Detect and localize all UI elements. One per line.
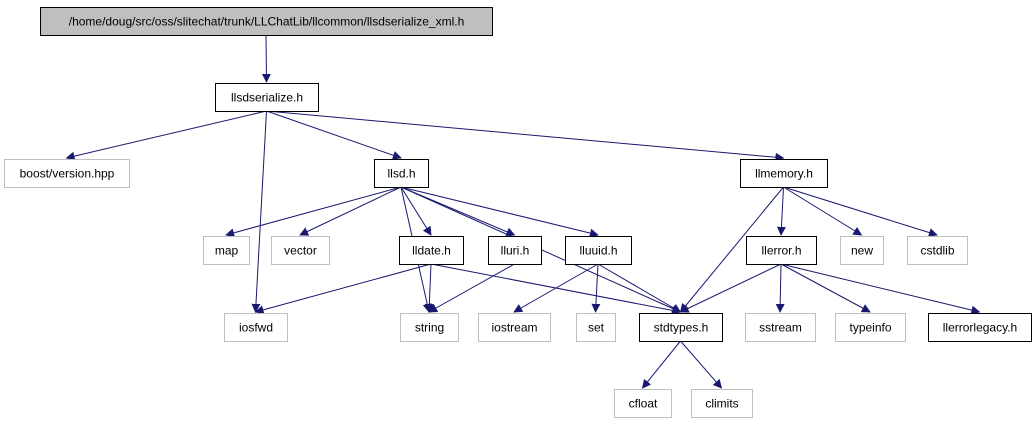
node-box-boostversion [4, 159, 130, 188]
edge-llsdserialize-to-llsd [266, 110, 402, 160]
node-llmemory[interactable]: llmemory.h [740, 159, 828, 188]
node-layer: /home/doug/src/oss/slitechat/trunk/LLCha… [4, 7, 1032, 418]
edge-llmemory-to-new [783, 186, 863, 236]
node-box-llsdserialize [215, 83, 319, 112]
node-label-cfloat: cfloat [629, 397, 658, 411]
edge-lluuid-to-set [591, 263, 601, 313]
node-lluuid[interactable]: lluuid.h [565, 236, 632, 265]
node-box-lluuid [565, 236, 632, 265]
node-vector: vector [271, 236, 330, 265]
node-label-llsdserialize: llsdserialize.h [231, 91, 303, 105]
node-box-set [576, 313, 616, 342]
edge-llmemory-to-cstdlib [783, 186, 938, 237]
edge-lldate-to-iosfwd [254, 263, 432, 315]
node-box-climits [691, 389, 753, 418]
node-box-cfloat [614, 389, 672, 418]
node-map: map [203, 236, 250, 265]
node-box-vector [271, 236, 330, 265]
node-label-llmemory: llmemory.h [755, 167, 813, 181]
node-box-cstdlib [907, 236, 968, 265]
node-stdtypes[interactable]: stdtypes.h [639, 313, 723, 342]
edge-stdtypes-to-climits [680, 340, 723, 389]
node-box-llerror [746, 236, 817, 265]
node-llerror[interactable]: llerror.h [746, 236, 817, 265]
edge-llsdserialize-to-boostversion [65, 110, 267, 161]
node-label-set: set [588, 321, 605, 335]
edge-lluri-to-string [428, 263, 515, 313]
node-iosfwd: iosfwd [224, 313, 288, 342]
node-root[interactable]: /home/doug/src/oss/slitechat/trunk/LLCha… [40, 7, 493, 36]
edge-layer [65, 34, 981, 389]
node-label-lluri: lluri.h [501, 244, 530, 258]
node-set: set [576, 313, 616, 342]
edge-lldate-to-string [424, 263, 434, 313]
node-box-llmemory [740, 159, 828, 188]
node-string: string [400, 313, 459, 342]
node-label-string: string [415, 321, 444, 335]
node-lluri[interactable]: lluri.h [488, 236, 542, 265]
node-label-new: new [851, 244, 873, 258]
edge-llmemory-to-llerror [776, 186, 786, 236]
node-label-boostversion: boost/version.hpp [20, 167, 115, 181]
node-cstdlib: cstdlib [907, 236, 968, 265]
node-box-typeinfo [835, 313, 906, 342]
node-box-map [203, 236, 250, 265]
node-box-llerrorlegacy [928, 313, 1032, 342]
edge-llerror-to-sstream [775, 263, 785, 313]
node-label-llerror: llerror.h [761, 244, 801, 258]
edge-llsd-to-vector [299, 186, 402, 236]
node-box-iosfwd [224, 313, 288, 342]
node-new: new [840, 236, 884, 265]
node-label-llsd: llsd.h [387, 167, 415, 181]
node-lldate[interactable]: lldate.h [399, 236, 464, 265]
node-box-string [400, 313, 459, 342]
node-label-sstream: sstream [759, 321, 802, 335]
edge-root-to-llsdserialize [261, 34, 271, 83]
edge-stdtypes-to-cfloat [641, 340, 681, 389]
edge-lluuid-to-stdtypes [597, 263, 682, 313]
edge-llsd-to-lldate [400, 186, 432, 236]
node-label-cstdlib: cstdlib [920, 244, 954, 258]
edge-llsd-to-map [225, 186, 402, 238]
node-llsd[interactable]: llsd.h [374, 159, 429, 188]
node-box-iostream [478, 313, 551, 342]
node-label-iostream: iostream [491, 321, 537, 335]
node-box-lluri [488, 236, 542, 265]
node-climits: climits [691, 389, 753, 418]
node-label-vector: vector [284, 244, 317, 258]
node-label-typeinfo: typeinfo [849, 321, 891, 335]
node-box-stdtypes [639, 313, 723, 342]
node-sstream: sstream [745, 313, 816, 342]
edge-llsdserialize-to-llmemory [266, 110, 785, 162]
node-box-new [840, 236, 884, 265]
node-label-lldate: lldate.h [412, 244, 451, 258]
node-typeinfo: typeinfo [835, 313, 906, 342]
node-label-llerrorlegacy: llerrorlegacy.h [943, 321, 1017, 335]
edge-lluuid-to-iostream [513, 263, 599, 313]
node-box-llsd [374, 159, 429, 188]
edge-llerror-to-llerrorlegacy [780, 263, 981, 315]
node-label-stdtypes: stdtypes.h [654, 321, 709, 335]
node-iostream: iostream [478, 313, 551, 342]
node-label-lluuid: lluuid.h [579, 244, 617, 258]
edge-llerror-to-typeinfo [780, 263, 871, 313]
node-llerrorlegacy[interactable]: llerrorlegacy.h [928, 313, 1032, 342]
node-boostversion: boost/version.hpp [4, 159, 130, 188]
node-llsdserialize[interactable]: llsdserialize.h [215, 83, 319, 112]
node-box-root [40, 7, 493, 36]
edge-llerror-to-stdtypes [679, 263, 782, 313]
edge-llsd-to-lluuid [400, 186, 599, 238]
node-box-lldate [399, 236, 464, 265]
node-cfloat: cfloat [614, 389, 672, 418]
edge-llsdserialize-to-iosfwd [251, 110, 267, 313]
node-label-climits: climits [705, 397, 738, 411]
node-label-iosfwd: iosfwd [239, 321, 273, 335]
edge-llmemory-to-stdtypes [679, 186, 784, 313]
node-label-root: /home/doug/src/oss/slitechat/trunk/LLCha… [69, 15, 465, 29]
node-label-map: map [215, 244, 239, 258]
node-box-sstream [745, 313, 816, 342]
